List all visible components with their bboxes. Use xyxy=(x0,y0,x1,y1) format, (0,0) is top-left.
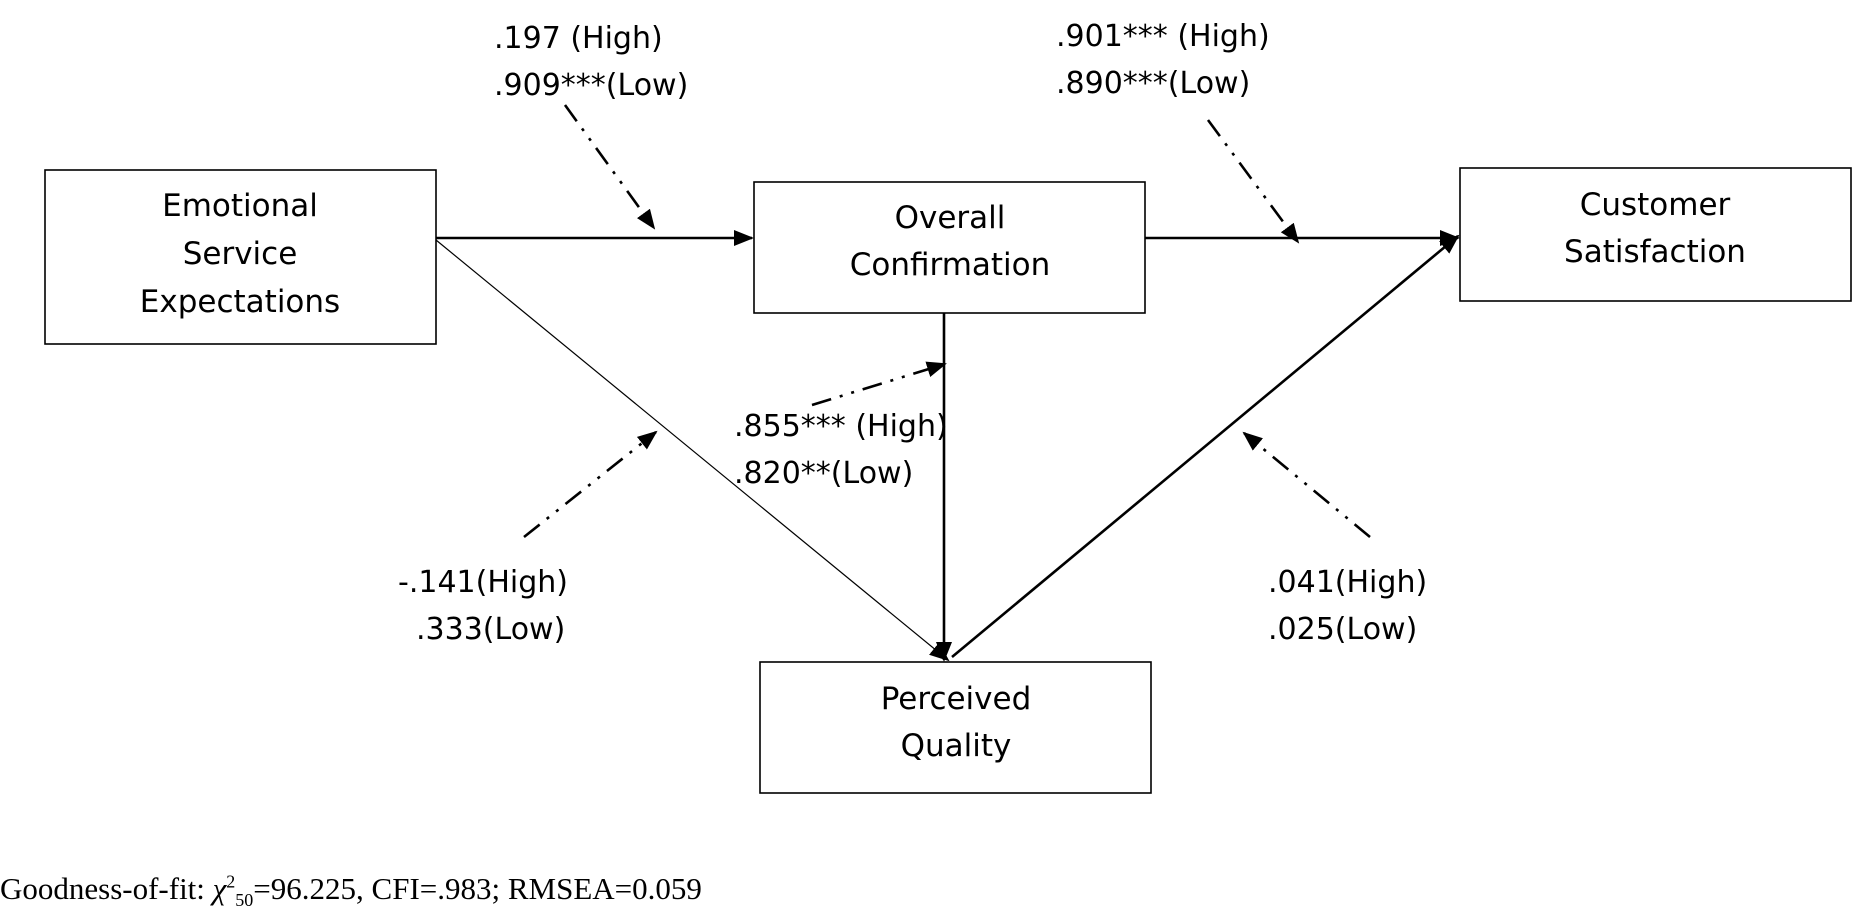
coef-high: .855*** (High) xyxy=(734,409,948,444)
coef-low: .820**(Low) xyxy=(734,456,913,491)
node-label-line: Expectations xyxy=(140,284,340,320)
node-label-line: Customer xyxy=(1580,187,1731,223)
moderation-arrow-confirmation-quality xyxy=(811,361,947,407)
coef-quality-to-satisfaction: .041(High) .025(Low) xyxy=(1268,565,1427,647)
goodness-of-fit-note: Goodness-of-fit: χ250=96.225, CFI=.983; … xyxy=(0,871,702,911)
coef-low: .333(Low) xyxy=(416,612,565,647)
chi-square-superscript: 2 xyxy=(226,871,236,892)
coef-high: -.141(High) xyxy=(398,565,568,600)
node-overall-confirmation: Overall Confirmation xyxy=(753,181,1146,314)
node-customer-satisfaction: Customer Satisfaction xyxy=(1459,167,1852,302)
coef-confirmation-to-satisfaction: .901*** (High) .890***(Low) xyxy=(1056,19,1270,101)
moderation-arrow-confirmation-satisfaction xyxy=(1206,119,1300,244)
coef-emotional-to-quality: -.141(High) .333(Low) xyxy=(398,565,568,647)
node-label-line: Service xyxy=(183,236,298,272)
node-label-line: Perceived xyxy=(881,681,1032,717)
node-label-line: Emotional xyxy=(162,188,318,224)
coef-low: .890***(Low) xyxy=(1056,66,1250,101)
coef-high: .041(High) xyxy=(1268,565,1427,600)
coef-low: .909***(Low) xyxy=(494,68,688,103)
moderation-arrow-quality-satisfaction xyxy=(1242,431,1371,539)
coef-confirmation-to-quality: .855*** (High) .820**(Low) xyxy=(734,409,948,491)
moderation-arrow-emotional-confirmation xyxy=(563,104,656,230)
coef-low: .025(Low) xyxy=(1268,612,1417,647)
node-label-line: Overall xyxy=(895,200,1006,236)
gof-prefix: Goodness-of-fit: xyxy=(0,871,213,906)
path-diagram: Emotional Service Expectations Overall C… xyxy=(44,19,1852,794)
path-quality-to-satisfaction xyxy=(951,234,1460,658)
chi-square-symbol: χ xyxy=(212,871,227,906)
coef-high: .901*** (High) xyxy=(1056,19,1270,54)
coef-high: .197 (High) xyxy=(494,21,663,56)
node-perceived-quality: Perceived Quality xyxy=(759,661,1152,794)
gof-values: =96.225, CFI=.983; RMSEA=0.059 xyxy=(253,871,702,906)
coef-emotional-to-confirmation: .197 (High) .909***(Low) xyxy=(494,21,688,103)
node-label-line: Satisfaction xyxy=(1564,234,1746,270)
degrees-of-freedom-subscript: 50 xyxy=(235,890,254,911)
path-emotional-to-quality xyxy=(435,239,950,662)
node-label-line: Quality xyxy=(901,728,1012,764)
node-label-line: Confirmation xyxy=(850,247,1051,283)
node-emotional-service-expectations: Emotional Service Expectations xyxy=(44,169,437,345)
moderation-arrow-emotional-quality xyxy=(523,430,658,539)
